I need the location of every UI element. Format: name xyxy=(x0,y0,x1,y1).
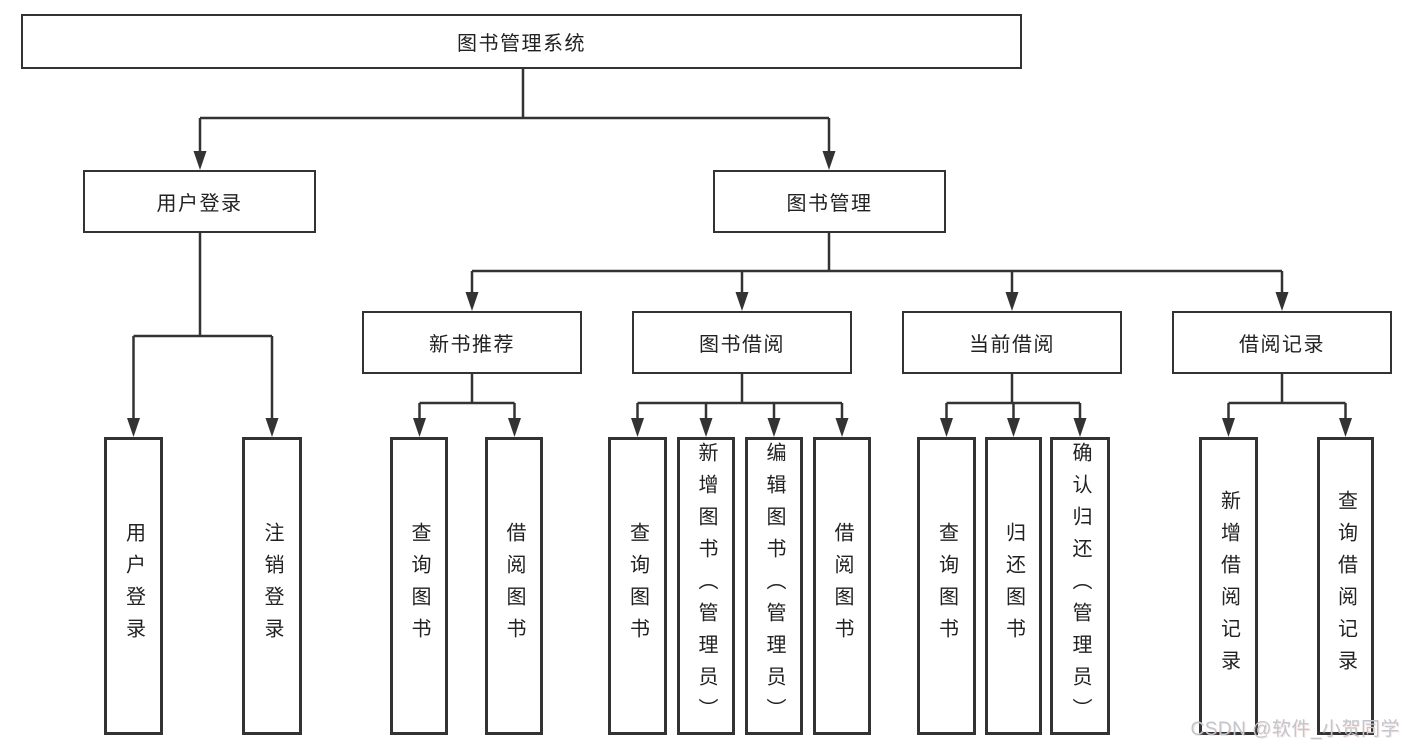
node-user-login-branch: 用户登录 xyxy=(83,170,316,233)
leaf-borrow-books-2-label: 借阅图书 xyxy=(831,522,853,650)
leaf-query-borrow-record-label: 查询借阅记录 xyxy=(1334,490,1357,682)
leaf-query-books-3: 查询图书 xyxy=(917,437,976,735)
leaf-add-borrow-record: 新增借阅记录 xyxy=(1199,437,1258,735)
leaf-query-books-1-label: 查询图书 xyxy=(408,522,430,650)
leaf-logout-login-label: 注销登录 xyxy=(261,522,283,650)
leaf-borrow-books-2: 借阅图书 xyxy=(813,437,871,735)
node-root-system: 图书管理系统 xyxy=(21,14,1022,69)
leaf-query-borrow-record: 查询借阅记录 xyxy=(1317,437,1374,735)
leaf-edit-books-admin-label: 编辑图书（管理员） xyxy=(763,442,785,730)
leaf-user-login: 用户登录 xyxy=(104,437,163,735)
leaf-return-books-label: 归还图书 xyxy=(1002,522,1025,650)
leaf-confirm-return-admin: 确认归还（管理员） xyxy=(1050,437,1110,735)
arrowheads xyxy=(127,151,1352,437)
leaf-logout-login: 注销登录 xyxy=(242,437,302,735)
leaf-query-books-1: 查询图书 xyxy=(390,437,448,735)
node-book-management-branch: 图书管理 xyxy=(713,170,946,233)
leaf-add-borrow-record-label: 新增借阅记录 xyxy=(1217,490,1240,682)
leaf-return-books: 归还图书 xyxy=(985,437,1042,735)
leaf-query-books-2: 查询图书 xyxy=(608,437,667,735)
node-current-borrowing: 当前借阅 xyxy=(902,311,1122,374)
leaf-add-books-admin: 新增图书（管理员） xyxy=(677,437,735,735)
leaf-query-books-3-label: 查询图书 xyxy=(935,522,958,650)
node-borrowing-records: 借阅记录 xyxy=(1172,311,1392,374)
leaf-edit-books-admin: 编辑图书（管理员） xyxy=(745,437,803,735)
leaf-confirm-return-admin-label: 确认归还（管理员） xyxy=(1069,442,1091,730)
leaf-add-books-admin-label: 新增图书（管理员） xyxy=(695,442,717,730)
leaf-query-books-2-label: 查询图书 xyxy=(626,522,649,650)
node-book-borrowing: 图书借阅 xyxy=(632,311,852,374)
node-new-book-recommend: 新书推荐 xyxy=(362,311,582,374)
leaf-borrow-books-1-label: 借阅图书 xyxy=(503,522,525,650)
leaf-borrow-books-1: 借阅图书 xyxy=(485,437,543,735)
leaf-user-login-label: 用户登录 xyxy=(122,522,145,650)
csdn-watermark: CSDN @软件_小贺同学 xyxy=(1190,719,1400,740)
